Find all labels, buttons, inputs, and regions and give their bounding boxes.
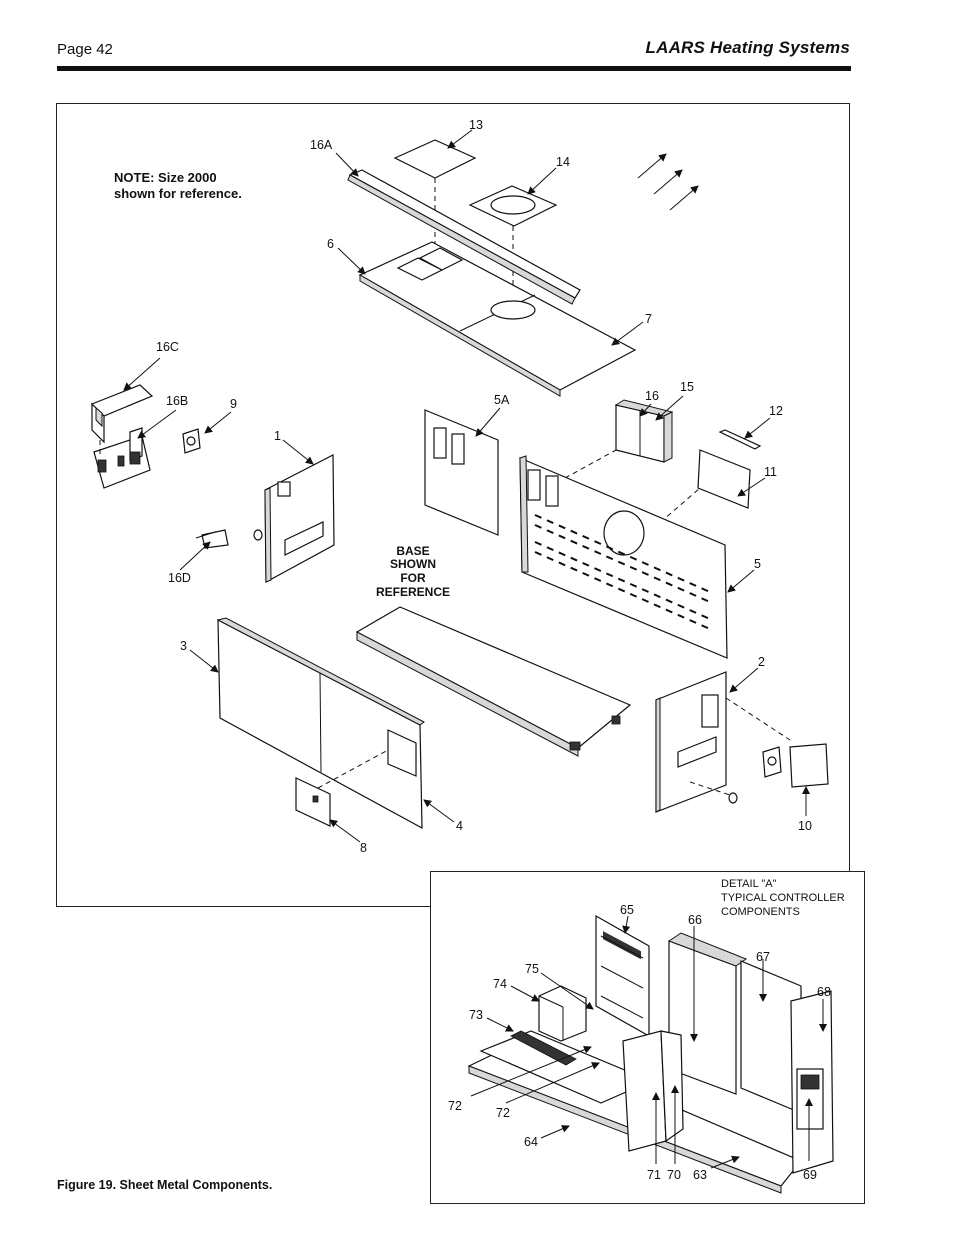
part-6-7-top-panels bbox=[358, 241, 637, 397]
part-14-flue-collar bbox=[434, 178, 558, 310]
label-12: 12 bbox=[769, 404, 783, 418]
leader-lines bbox=[123, 129, 810, 843]
label-66: 66 bbox=[688, 913, 702, 927]
detail-title-1: DETAIL "A" bbox=[721, 878, 777, 890]
part-5-rear-panel bbox=[519, 455, 728, 659]
label-16A: 16A bbox=[310, 138, 333, 152]
detail-a-controller-components: DETAIL "A" TYPICAL CONTROLLER COMPONENTS bbox=[448, 878, 845, 1194]
note-line-1: NOTE: Size 2000 bbox=[114, 170, 217, 185]
part-74-transformer bbox=[538, 985, 587, 1042]
label-69: 69 bbox=[803, 1168, 817, 1182]
label-64: 64 bbox=[524, 1135, 538, 1149]
part-9-grommet bbox=[182, 428, 201, 454]
label-15: 15 bbox=[680, 380, 694, 394]
label-70: 70 bbox=[667, 1168, 681, 1182]
label-7: 7 bbox=[645, 312, 652, 326]
label-10: 10 bbox=[798, 819, 812, 833]
base-plate bbox=[355, 606, 632, 757]
part-labels-main: 13 16A 14 6 7 16C 16B 9 1 5A 16 15 12 11… bbox=[156, 118, 812, 855]
part-12-strip bbox=[718, 429, 762, 450]
label-16B: 16B bbox=[166, 394, 188, 408]
part-70-71-modules bbox=[622, 1030, 684, 1152]
label-16: 16 bbox=[645, 389, 659, 403]
svg-text:BASE: BASE bbox=[396, 544, 429, 558]
label-11: 11 bbox=[764, 465, 777, 479]
label-4: 4 bbox=[456, 819, 463, 833]
label-3: 3 bbox=[180, 639, 187, 653]
part-3-4-front-panel bbox=[216, 617, 425, 830]
label-16C: 16C bbox=[156, 340, 179, 354]
label-8: 8 bbox=[360, 841, 367, 855]
header-rule bbox=[57, 66, 851, 71]
label-68: 68 bbox=[817, 985, 831, 999]
label-67: 67 bbox=[756, 950, 770, 964]
part-16D-bracket bbox=[195, 529, 229, 549]
part-5A-inner-panel bbox=[424, 409, 499, 536]
base-label: BASE SHOWN FOR REFERENCE bbox=[376, 544, 450, 599]
part-8-access-panel bbox=[295, 777, 331, 827]
figure-caption: Figure 19. Sheet Metal Components. bbox=[57, 1178, 273, 1192]
label-75: 75 bbox=[525, 962, 539, 976]
detail-leader-lines bbox=[470, 915, 827, 1169]
label-14: 14 bbox=[556, 155, 570, 169]
part-13-cover-plate bbox=[393, 139, 477, 179]
label-72-right: 72 bbox=[496, 1106, 510, 1120]
page-number: Page 42 bbox=[57, 41, 113, 58]
svg-text:FOR: FOR bbox=[400, 571, 426, 585]
label-65: 65 bbox=[620, 903, 634, 917]
label-2: 2 bbox=[758, 655, 765, 669]
airflow-arrows bbox=[637, 153, 699, 211]
label-63: 63 bbox=[693, 1168, 707, 1182]
part-65-terminal-board bbox=[595, 914, 650, 1038]
part-73-terminal-strip bbox=[510, 1030, 577, 1066]
label-73: 73 bbox=[469, 1008, 483, 1022]
detail-title-2: TYPICAL CONTROLLER bbox=[721, 892, 845, 904]
svg-text:REFERENCE: REFERENCE bbox=[376, 585, 450, 599]
detail-a-frame: DETAIL "A" TYPICAL CONTROLLER COMPONENTS bbox=[430, 871, 865, 1204]
part-15-16-louver bbox=[564, 399, 674, 479]
label-74: 74 bbox=[493, 977, 507, 991]
svg-text:SHOWN: SHOWN bbox=[390, 557, 436, 571]
part-10-cover bbox=[762, 743, 829, 788]
part-1-side-panel bbox=[253, 454, 335, 584]
label-9: 9 bbox=[230, 397, 237, 411]
part-68-69-side-panel-display bbox=[790, 990, 834, 1174]
brand-title: LAARS Heating Systems bbox=[645, 38, 850, 57]
label-16D: 16D bbox=[168, 571, 191, 585]
part-2-side-panel bbox=[655, 671, 791, 813]
part-66-enclosure bbox=[667, 932, 748, 1095]
label-5: 5 bbox=[754, 557, 761, 571]
label-13: 13 bbox=[469, 118, 483, 132]
part-16C-16B-vent-cap bbox=[90, 384, 154, 489]
note-line-2: shown for reference. bbox=[114, 186, 242, 201]
label-6: 6 bbox=[327, 237, 334, 251]
label-1: 1 bbox=[274, 429, 281, 443]
part-labels-detail: 65 66 67 68 75 74 73 72 72 64 71 70 63 6… bbox=[448, 903, 831, 1182]
label-5A: 5A bbox=[494, 393, 510, 407]
detail-title-3: COMPONENTS bbox=[721, 906, 800, 918]
label-71: 71 bbox=[647, 1168, 661, 1182]
label-72-left: 72 bbox=[448, 1099, 462, 1113]
